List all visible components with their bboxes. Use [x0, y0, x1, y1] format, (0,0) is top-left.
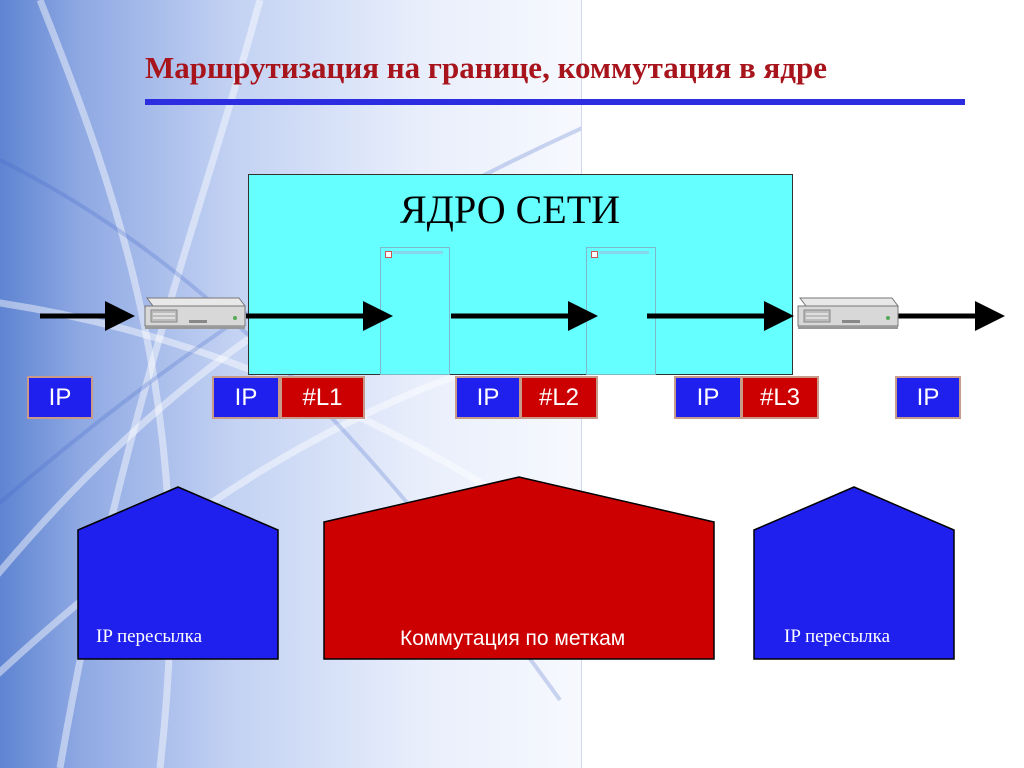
ingress-stage-label: IP пересылка	[96, 626, 203, 647]
core-label-text: ЯДРО СЕТИ	[400, 187, 621, 232]
core-stage-label: Коммутация по меткам	[400, 627, 626, 650]
packet-3-ip-header: IP	[455, 376, 521, 419]
packet-2-label: #L1	[280, 376, 365, 419]
packet-1-ip-header: IP	[27, 376, 93, 419]
egress-router-icon	[797, 297, 899, 329]
slide-title: Маршрутизация на границе, коммутация в я…	[145, 50, 827, 85]
title-underline	[145, 99, 965, 105]
packet-5-ip-header: IP	[895, 376, 961, 419]
network-core-area	[248, 174, 793, 375]
core-switch-2	[586, 247, 656, 375]
core-stage-shape	[323, 476, 715, 660]
ingress-router-icon	[144, 297, 246, 329]
ingress-stage-shape	[77, 486, 279, 660]
packet-4-ip-header: IP	[674, 376, 742, 419]
egress-stage-shape	[753, 486, 955, 660]
egress-stage-label: IP пересылка	[784, 626, 891, 647]
packet-2-ip-header: IP	[212, 376, 280, 419]
packet-3-label: #L2	[520, 376, 598, 419]
packet-4-label: #L3	[741, 376, 819, 419]
